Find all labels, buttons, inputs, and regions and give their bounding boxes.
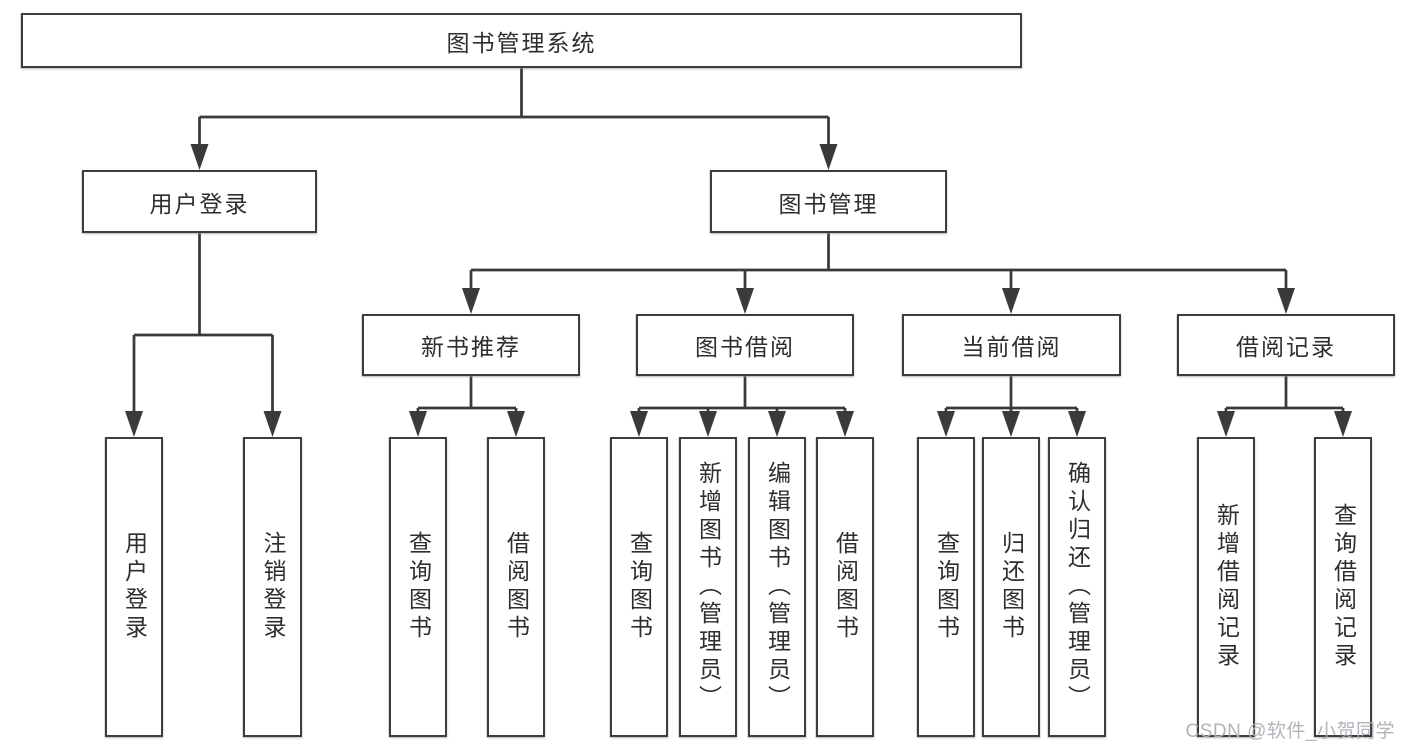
leaf-borrow-books-recommend-label: 借阅图书 (503, 531, 530, 643)
leaf-borrow-books-label: 借阅图书 (832, 531, 859, 643)
leaf-logout-label: 注销登录 (260, 531, 286, 643)
connector-book-borrow-children (630, 376, 854, 437)
node-current-borrowing: 当前借阅 (902, 314, 1121, 376)
connector-current-borrow-children (937, 376, 1086, 437)
connector-new-book-rec-children (409, 376, 525, 437)
leaf-query-books-recommend-label: 查询图书 (405, 531, 432, 643)
leaf-add-borrow-record-label: 新增借阅记录 (1213, 503, 1240, 671)
connector-user-login-children (125, 233, 282, 437)
leaf-query-books-borrow-label: 查询图书 (626, 531, 653, 643)
node-current-borrowing-label: 当前借阅 (961, 334, 1062, 360)
leaf-add-books-admin: 新增图书（管理员） (679, 437, 737, 737)
leaf-query-borrow-record: 查询借阅记录 (1314, 437, 1372, 737)
leaf-user-login-label: 用户登录 (121, 531, 148, 643)
leaf-edit-books-admin: 编辑图书（管理员） (748, 437, 806, 737)
leaf-logout: 注销登录 (243, 437, 302, 737)
node-new-book-recommend: 新书推荐 (362, 314, 580, 376)
node-book-borrowing-label: 图书借阅 (695, 334, 795, 360)
leaf-query-books-current: 查询图书 (917, 437, 975, 737)
node-root-system: 图书管理系统 (21, 13, 1022, 68)
node-book-management: 图书管理 (710, 170, 947, 233)
connector-root-to-level2 (190, 68, 838, 170)
leaf-confirm-return-admin: 确认归还（管理员） (1048, 437, 1106, 737)
leaf-return-books: 归还图书 (982, 437, 1040, 737)
node-book-borrowing: 图书借阅 (636, 314, 854, 376)
leaf-query-books-borrow: 查询图书 (610, 437, 668, 737)
connector-book-mgmt-to-level3 (462, 233, 1295, 314)
node-borrowing-records: 借阅记录 (1177, 314, 1395, 376)
leaf-confirm-return-admin-label: 确认归还（管理员） (1064, 461, 1091, 713)
leaf-user-login: 用户登录 (105, 437, 163, 737)
leaf-query-books-recommend: 查询图书 (389, 437, 447, 737)
node-book-management-label: 图书管理 (778, 190, 879, 217)
node-new-book-recommend-label: 新书推荐 (421, 334, 521, 360)
leaf-add-borrow-record: 新增借阅记录 (1197, 437, 1255, 737)
csdn-watermark: CSDN @软件_小贺同学 (1185, 721, 1395, 742)
node-borrowing-records-label: 借阅记录 (1236, 334, 1336, 360)
node-user-login-module-label: 用户登录 (149, 190, 250, 217)
leaf-add-books-admin-label: 新增图书（管理员） (695, 461, 722, 713)
connector-borrow-records-children (1217, 376, 1352, 437)
leaf-query-books-current-label: 查询图书 (933, 531, 960, 643)
leaf-borrow-books-recommend: 借阅图书 (487, 437, 545, 737)
leaf-borrow-books: 借阅图书 (816, 437, 874, 737)
node-root-system-label: 图书管理系统 (446, 29, 597, 56)
leaf-edit-books-admin-label: 编辑图书（管理员） (764, 461, 791, 713)
node-user-login-module: 用户登录 (82, 170, 317, 233)
leaf-query-borrow-record-label: 查询借阅记录 (1330, 503, 1357, 671)
leaf-return-books-label: 归还图书 (998, 531, 1025, 643)
